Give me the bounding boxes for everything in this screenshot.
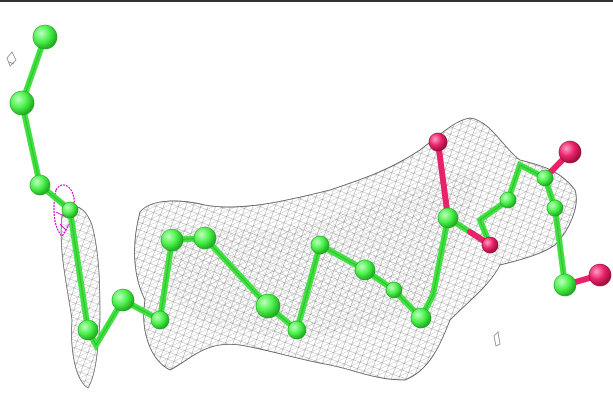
carbon-atom[interactable] xyxy=(499,191,517,209)
carbon-atom[interactable] xyxy=(255,293,281,319)
carbon-atom[interactable] xyxy=(354,259,376,281)
carbon-atom[interactable] xyxy=(9,90,35,116)
carbon-atom[interactable] xyxy=(546,199,564,217)
oxygen-atom[interactable] xyxy=(558,140,582,164)
stray-markers xyxy=(6,51,501,347)
carbon-atom[interactable] xyxy=(310,235,330,255)
carbon-atom[interactable] xyxy=(29,174,51,196)
carbon-atom[interactable] xyxy=(193,226,217,250)
carbon-atom[interactable] xyxy=(385,281,403,299)
top-rule xyxy=(0,0,613,2)
magenta-mesh xyxy=(53,184,75,237)
carbon-atom[interactable] xyxy=(160,228,184,252)
carbon-atom[interactable] xyxy=(150,310,170,330)
carbon-atom[interactable] xyxy=(287,320,307,340)
oxygen-atoms xyxy=(428,132,612,287)
carbon-atom[interactable] xyxy=(410,307,432,329)
carbon-atom[interactable] xyxy=(111,288,135,312)
marker-bottom-right xyxy=(493,331,501,347)
carbon-atom[interactable] xyxy=(553,273,577,297)
carbon-atom[interactable] xyxy=(77,319,99,341)
carbon-atom[interactable] xyxy=(536,169,554,187)
oxygen-atom[interactable] xyxy=(588,263,612,287)
oxygen-atom[interactable] xyxy=(481,236,499,254)
oxygen-atom[interactable] xyxy=(428,132,448,152)
carbon-atoms xyxy=(9,24,577,341)
marker-top-left xyxy=(6,51,17,67)
carbon-atom[interactable] xyxy=(437,207,459,229)
carbon-atom[interactable] xyxy=(32,24,58,50)
bond-oxygen-1 xyxy=(435,139,451,221)
carbon-atom[interactable] xyxy=(61,201,79,219)
